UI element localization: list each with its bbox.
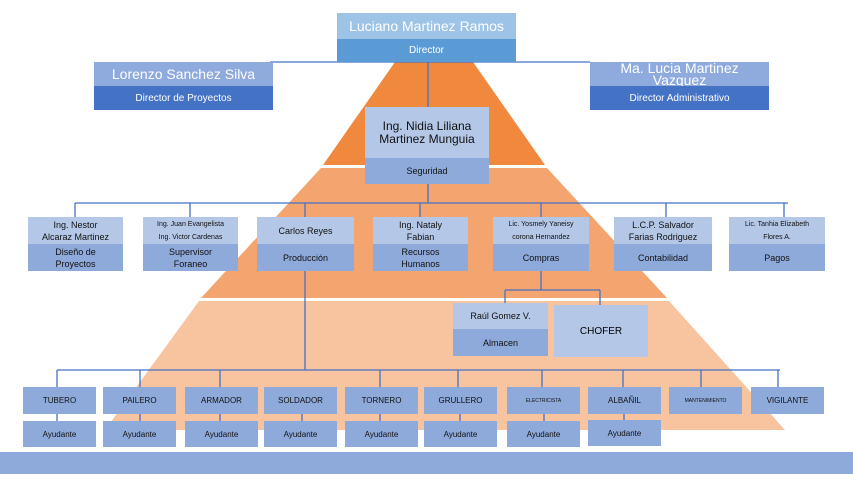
trade-box[interactable]: TORNERO: [345, 387, 418, 414]
department-role-line: Recursos: [401, 246, 440, 257]
department-role: Contabilidad: [614, 244, 712, 271]
department-role: Compras: [493, 244, 589, 271]
helper-box[interactable]: Ayudante: [588, 420, 661, 446]
department-person-line: Ing. Victor Cardenas: [158, 233, 223, 241]
helper-box[interactable]: Ayudante: [103, 421, 176, 447]
executive-name: Lorenzo Sanchez Silva: [94, 62, 273, 86]
footer-bar: [0, 452, 853, 474]
department-role-line: Compras: [522, 252, 560, 263]
department-person-line: Carlos Reyes: [278, 225, 333, 236]
director-name: Luciano Martinez Ramos: [337, 13, 516, 39]
department-person-line: L.C.P. Salvador: [632, 219, 694, 230]
helper-box[interactable]: Ayudante: [345, 421, 418, 447]
trade-title: GRULLERO: [438, 396, 483, 405]
safety-name: Ing. Nidia Liliana Martinez Munguia: [365, 107, 489, 158]
executive-role: Director de Proyectos: [94, 86, 273, 110]
trade-box[interactable]: GRULLERO: [424, 387, 497, 414]
trade-box[interactable]: ALBAÑIL: [588, 387, 661, 414]
executive-box-projects[interactable]: Lorenzo Sanchez Silva Director de Proyec…: [94, 62, 273, 110]
department-person: Lic. Yosmely Yaneisy corona Hernandez: [493, 217, 589, 244]
trade-title: MANTENIMIENTO: [684, 397, 727, 404]
trade-box[interactable]: ELECTRICISTA: [507, 387, 580, 414]
department-person-line: Lic. Tanhia Elizabeth: [744, 220, 810, 228]
helper-label: Ayudante: [122, 429, 157, 439]
department-role-line: Contabilidad: [637, 252, 689, 263]
helper-box[interactable]: Ayudante: [424, 421, 497, 447]
department-role-line: Foraneo: [173, 258, 208, 269]
department-role-line: Pagos: [764, 252, 790, 263]
helper-label: Ayudante: [364, 429, 399, 439]
driver-box[interactable]: CHOFER: [554, 305, 648, 357]
department-role-line: Producción: [282, 252, 329, 263]
trade-box[interactable]: ARMADOR: [185, 387, 258, 414]
department-role-line: Proyectos: [55, 258, 96, 269]
warehouse-name: Raúl Gomez V.: [453, 303, 548, 329]
department-person-line: Lic. Yosmely Yaneisy: [508, 220, 574, 228]
department-role-line: Diseño de: [55, 246, 96, 257]
department-role: Pagos: [729, 244, 825, 271]
department-person: Carlos Reyes: [257, 217, 354, 244]
executive-box-admin[interactable]: Ma. Lucia Martinez Vazquez Director Admi…: [590, 61, 769, 110]
department-person-line: Ing. Juan Evangelista: [157, 220, 224, 228]
trade-box[interactable]: VIGILANTE: [751, 387, 824, 414]
helper-box[interactable]: Ayudante: [264, 421, 337, 447]
warehouse-role: Almacen: [453, 329, 548, 356]
department-person-line: Flores A.: [763, 233, 791, 241]
helper-box[interactable]: Ayudante: [507, 421, 580, 447]
trade-title: ALBAÑIL: [608, 396, 641, 405]
trade-title: PAILERO: [122, 396, 157, 405]
helper-label: Ayudante: [42, 429, 77, 439]
safety-role: Seguridad: [365, 158, 489, 184]
department-person-line: Ing. Nataly: [398, 219, 443, 230]
department-role-line: Supervisor: [168, 246, 213, 257]
department-person-line: Alcaraz Martinez: [41, 231, 110, 242]
trade-box[interactable]: SOLDADOR: [264, 387, 337, 414]
helper-label: Ayudante: [607, 428, 642, 438]
department-person-line: Farias Rodriguez: [628, 231, 698, 242]
department-person-line: Fabian: [406, 231, 435, 242]
trade-title: VIGILANTE: [766, 396, 809, 405]
director-role: Director: [337, 39, 516, 62]
department-person-line: Ing. Nestor: [53, 219, 98, 230]
helper-label: Ayudante: [204, 429, 239, 439]
helper-box[interactable]: Ayudante: [185, 421, 258, 447]
department-person-line: corona Hernandez: [512, 233, 570, 241]
helper-box[interactable]: Ayudante: [23, 421, 96, 447]
connector-lines: [56, 61, 788, 421]
trade-box[interactable]: MANTENIMIENTO: [669, 387, 742, 414]
trade-title: TORNERO: [361, 396, 402, 405]
safety-box[interactable]: Ing. Nidia Liliana Martinez Munguia Segu…: [365, 107, 489, 184]
warehouse-box[interactable]: Raúl Gomez V. Almacen: [453, 303, 548, 356]
helper-label: Ayudante: [283, 429, 318, 439]
trade-box[interactable]: TUBERO: [23, 387, 96, 414]
director-box[interactable]: Luciano Martinez Ramos Director: [337, 13, 516, 62]
trade-title: ELECTRICISTA: [525, 397, 562, 404]
department-role: Producción: [257, 244, 354, 271]
trade-box[interactable]: PAILERO: [103, 387, 176, 414]
executive-name: Ma. Lucia Martinez Vazquez: [590, 61, 769, 87]
helper-label: Ayudante: [526, 429, 561, 439]
department-role-line: Humanos: [401, 258, 440, 269]
executive-role: Director Administrativo: [590, 86, 769, 110]
helper-label: Ayudante: [443, 429, 478, 439]
driver-label: CHOFER: [579, 325, 623, 337]
trade-title: TUBERO: [42, 396, 77, 405]
trade-title: ARMADOR: [201, 396, 242, 405]
trade-title: SOLDADOR: [278, 396, 323, 405]
